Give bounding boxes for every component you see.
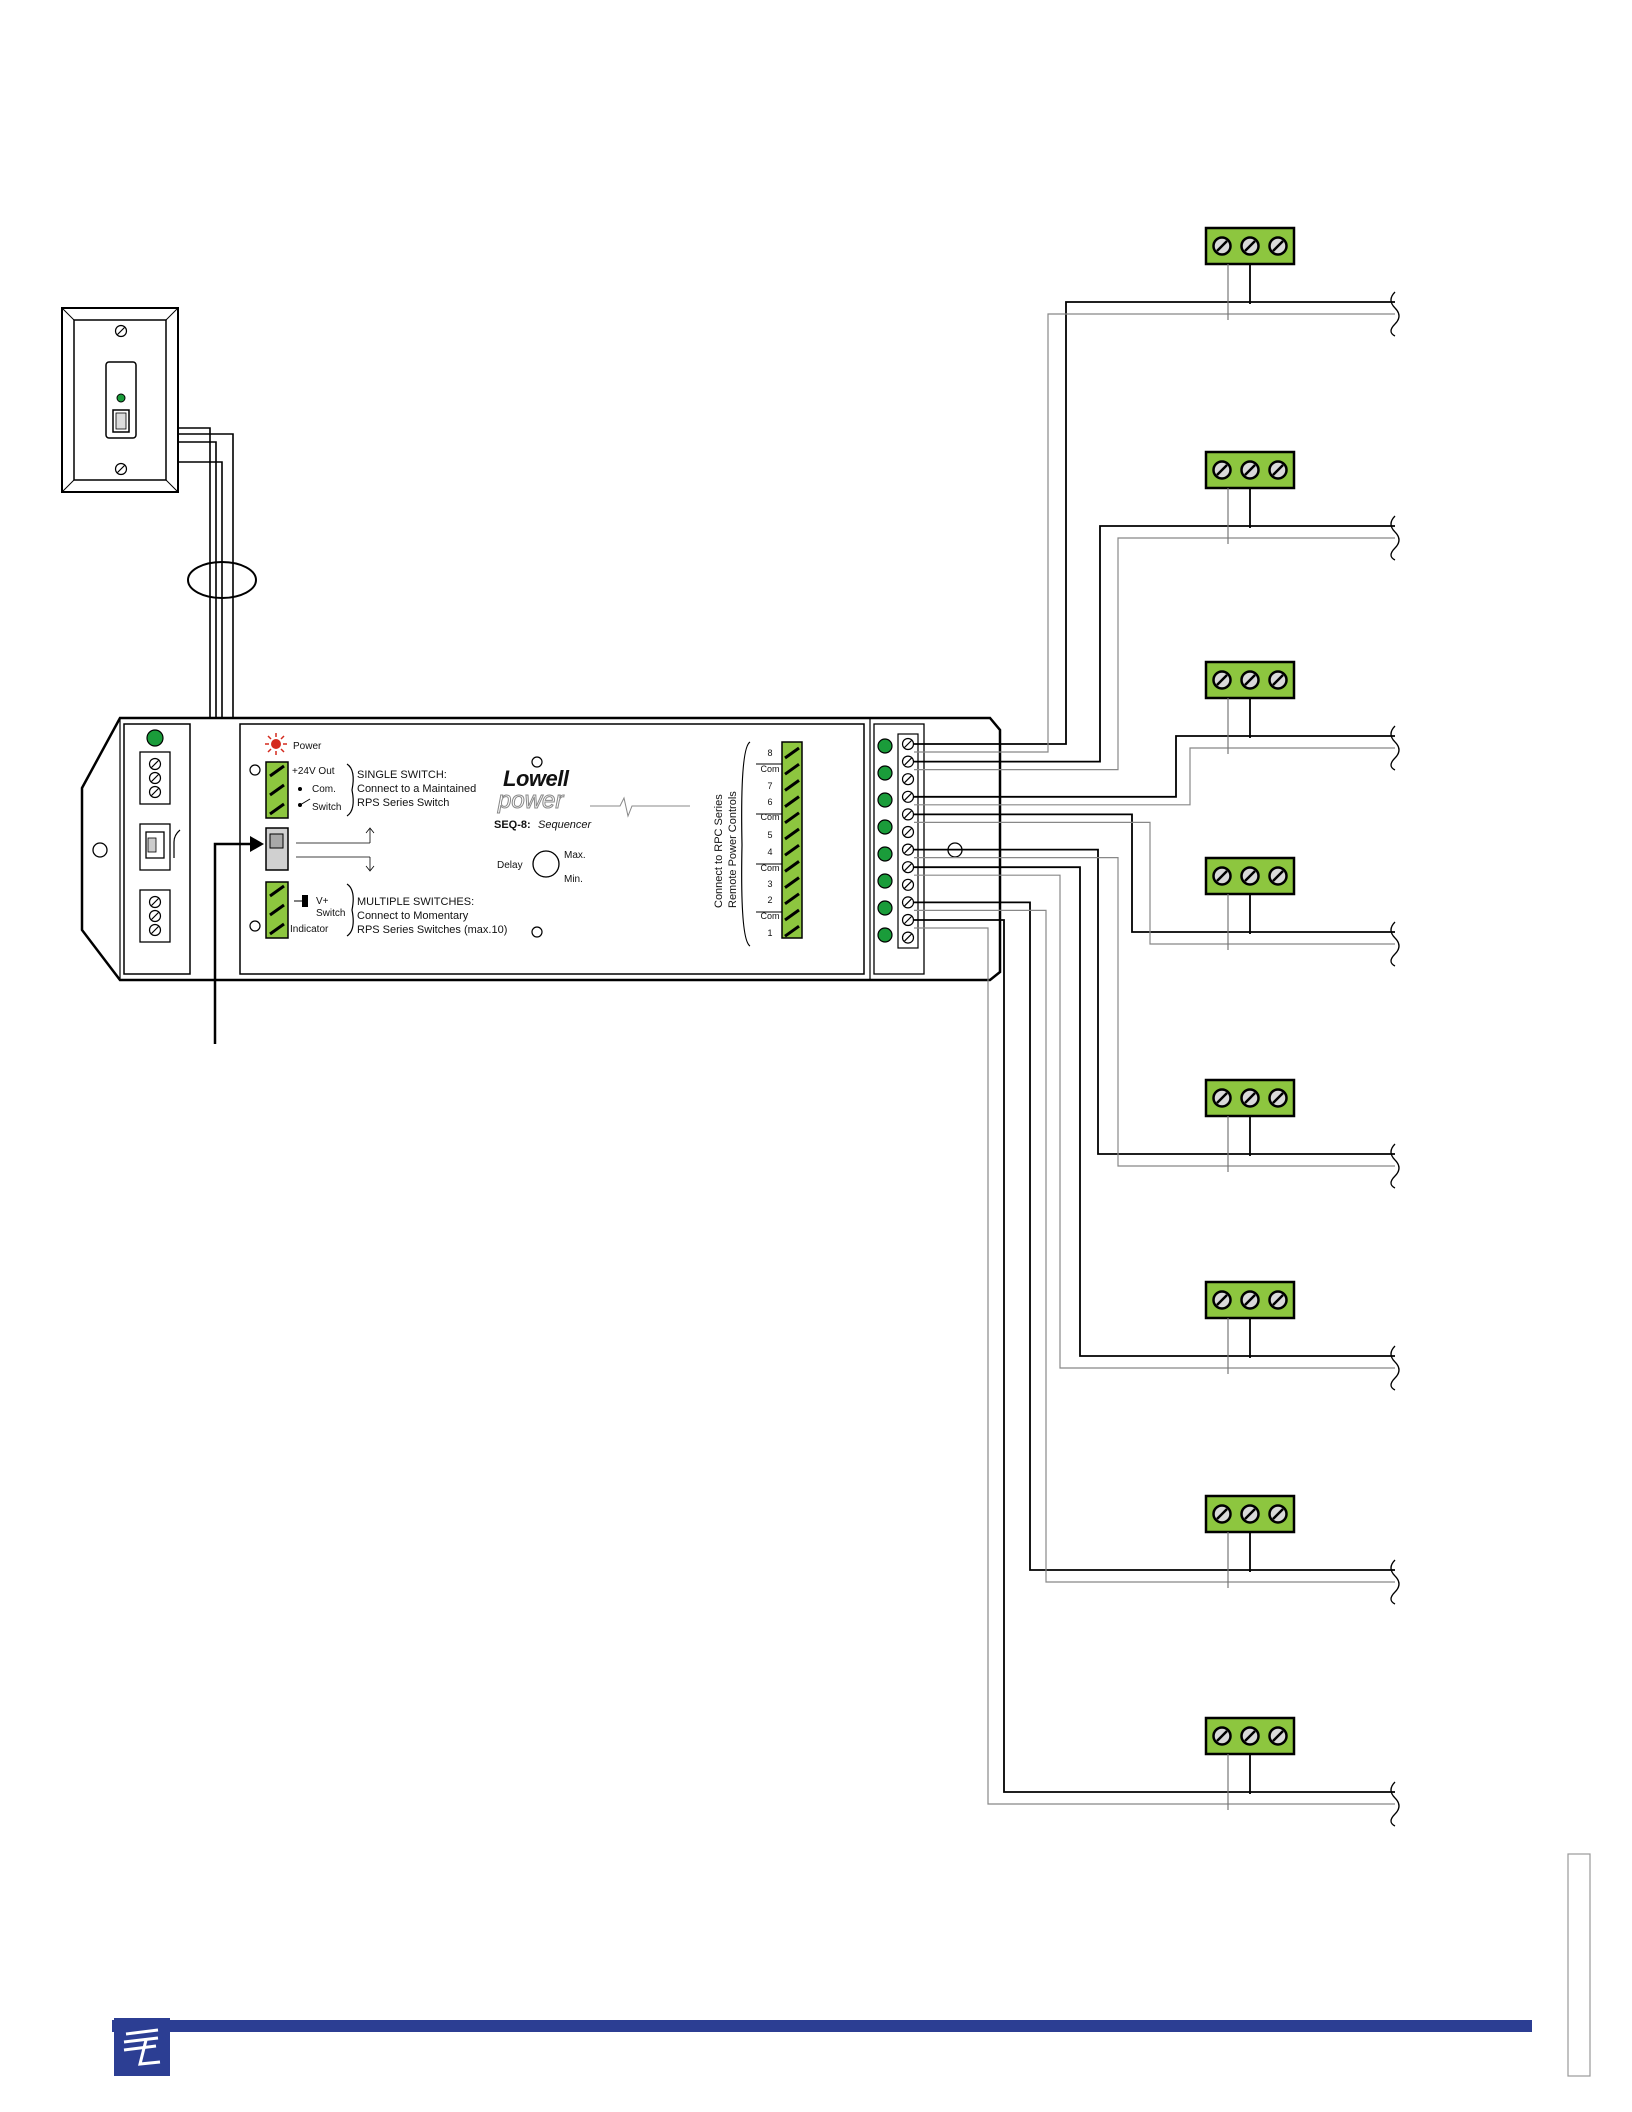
terminal-screw-icon	[903, 915, 914, 926]
rpc-connect-label-2: Remote Power Controls	[727, 791, 739, 908]
remote-power-control	[1206, 1496, 1294, 1588]
terminal-switch: Switch	[312, 802, 341, 813]
terminal-vplus: V+	[316, 896, 329, 907]
terminal-screw-icon	[903, 739, 914, 750]
channel-label: 3	[767, 879, 772, 889]
single-switch-desc-2: RPS Series Switch	[357, 797, 449, 809]
channel-label: 5	[767, 830, 772, 840]
multiple-switches-desc-1: Connect to Momentary	[357, 910, 469, 922]
lowell-logo-icon	[114, 2018, 170, 2076]
delay-max-label: Max.	[564, 850, 586, 861]
channel-label: 1	[767, 928, 772, 938]
single-switch-title: SINGLE SWITCH:	[357, 769, 447, 781]
channel-led-icon	[878, 847, 892, 861]
multiple-switches-title: MULTIPLE SWITCHES:	[357, 896, 474, 908]
channel-led-icon	[878, 928, 892, 942]
channel-label: 8	[767, 748, 772, 758]
brand-sub-text: power	[497, 787, 564, 814]
multiple-switches-desc-2: RPS Series Switches (max.10)	[357, 924, 507, 936]
terminal-screw-icon	[903, 932, 914, 943]
terminal-screw-icon	[903, 862, 914, 873]
channel-led-icon	[878, 739, 892, 753]
channel-label: 6	[767, 797, 772, 807]
channel-led-icon	[878, 766, 892, 780]
terminal-screw-icon	[903, 879, 914, 890]
terminal-screw-icon	[903, 756, 914, 767]
terminal-screw-icon	[903, 897, 914, 908]
power-label: Power	[293, 741, 322, 752]
terminal-indicator: Indicator	[290, 924, 329, 935]
sequencer-unit: Power +24V Out Com. Switch SINGLE SWITCH…	[82, 718, 1000, 980]
terminal-screw-icon	[903, 844, 914, 855]
delay-knob[interactable]	[533, 851, 559, 877]
channel-label: 7	[767, 781, 772, 791]
footer-bar	[112, 2020, 1532, 2032]
remote-power-control	[1206, 662, 1294, 754]
side-tab	[1568, 1854, 1590, 2076]
rpc-connect-label: Connect to RPC Series	[713, 794, 725, 908]
terminal-24v-out: +24V Out	[292, 766, 335, 777]
terminal-screw-icon	[903, 827, 914, 838]
remote-power-control	[1206, 1718, 1294, 1810]
channel-label: 2	[767, 895, 772, 905]
terminal-screw-icon	[903, 809, 914, 820]
remote-power-control	[1206, 228, 1294, 320]
channel-led-icon	[878, 901, 892, 915]
channel-led-icon	[878, 820, 892, 834]
remote-power-controls	[1206, 228, 1294, 1810]
remote-power-control	[1206, 452, 1294, 544]
terminal-com: Com.	[312, 784, 336, 795]
terminal-screw-icon	[903, 774, 914, 785]
footer	[112, 1854, 1590, 2076]
output-terminal-block	[782, 742, 802, 938]
terminal-switch-2: Switch	[316, 908, 345, 919]
output-wiring	[914, 292, 1399, 1826]
model-label: SEQ-8:	[494, 819, 531, 831]
terminal-screw-icon	[903, 791, 914, 802]
remote-power-control	[1206, 1080, 1294, 1172]
model-desc: Sequencer	[538, 819, 593, 831]
wall-switch-plate	[62, 308, 178, 492]
single-switch-desc-1: Connect to a Maintained	[357, 783, 476, 795]
delay-min-label: Min.	[564, 874, 583, 885]
remote-power-control	[1206, 1282, 1294, 1374]
channel-led-icon	[878, 793, 892, 807]
delay-label: Delay	[497, 860, 523, 871]
channel-label: 4	[767, 847, 772, 857]
channel-label: Com	[760, 764, 779, 774]
power-led-icon	[265, 733, 287, 755]
remote-power-control	[1206, 858, 1294, 950]
channel-led-icon	[878, 874, 892, 888]
